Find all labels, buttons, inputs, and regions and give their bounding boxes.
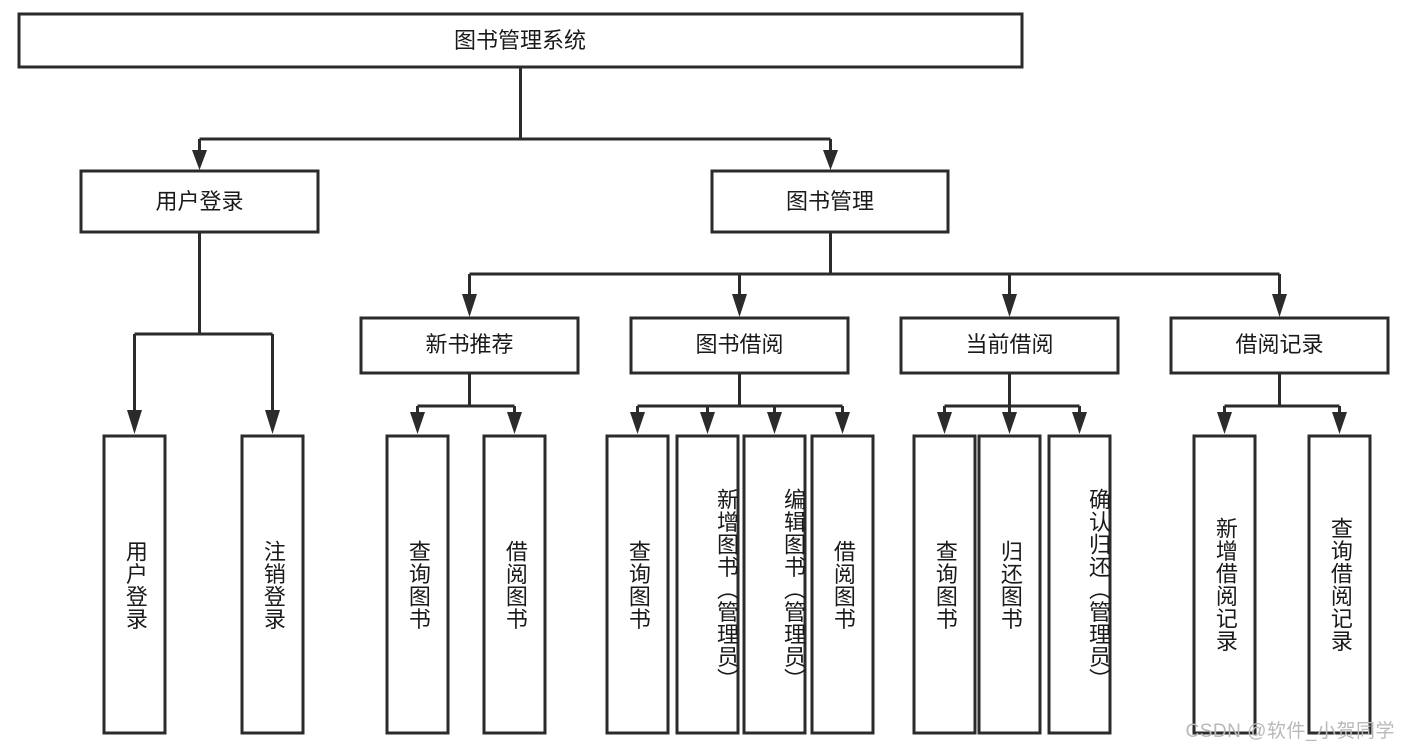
node-root[interactable]: 图书管理系统 bbox=[17, 12, 1024, 69]
leaf-box-bb-3[interactable] bbox=[742, 434, 807, 735]
node-root-box[interactable] bbox=[17, 12, 1024, 69]
node-level2-book-manage-label: 图书管理 bbox=[786, 189, 874, 214]
leaf-box-bb-1[interactable] bbox=[605, 434, 670, 735]
arrow-to-borrow-record bbox=[1272, 294, 1287, 317]
arrow-to-book-manage bbox=[823, 150, 838, 170]
arrow-to-user-login bbox=[192, 150, 207, 170]
arrow-to-leaf-nbr-1 bbox=[410, 412, 425, 434]
leaf-box-cb-3[interactable] bbox=[1047, 434, 1112, 735]
arrow-to-leaf-nbr-2 bbox=[507, 412, 522, 434]
node-level2-book-manage[interactable]: 图书管理 bbox=[710, 169, 950, 234]
node-level3-book-borrow-label: 图书借阅 bbox=[695, 332, 783, 357]
arrow-to-leaf-user-login-2 bbox=[265, 410, 280, 434]
node-level3-current-borrow-label: 当前借阅 bbox=[965, 332, 1053, 357]
leaf-box-user-login-2[interactable] bbox=[240, 434, 305, 735]
node-level3-new-book-recommend-box[interactable] bbox=[359, 316, 580, 375]
leaf-box-user-login-1[interactable] bbox=[102, 434, 167, 735]
node-level2-user-login-label: 用户登录 bbox=[155, 189, 243, 214]
arrow-to-leaf-bb-3 bbox=[767, 412, 782, 434]
edge-borrow-record-to-leaves bbox=[1217, 373, 1347, 434]
node-level2-user-login[interactable]: 用户登录 bbox=[79, 169, 320, 234]
arrow-to-leaf-bb-4 bbox=[835, 412, 850, 434]
node-level3-borrow-record-box[interactable] bbox=[1169, 316, 1390, 375]
leaf-box-cb-2[interactable] bbox=[977, 434, 1042, 735]
edge-current-borrow-to-leaves bbox=[937, 373, 1087, 434]
leaf-box-bb-2[interactable] bbox=[675, 434, 740, 735]
edge-root-to-level2 bbox=[192, 67, 838, 170]
node-level3-current-borrow[interactable]: 当前借阅 bbox=[899, 316, 1120, 375]
arrow-to-current-borrow bbox=[1002, 294, 1017, 317]
node-level2-book-manage-box[interactable] bbox=[710, 169, 950, 234]
leaf-box-br-2[interactable] bbox=[1307, 434, 1372, 735]
leaf-box-br-1[interactable] bbox=[1192, 434, 1257, 735]
arrow-to-leaf-cb-3 bbox=[1072, 412, 1087, 434]
edge-new-book-recommend-to-leaves bbox=[410, 373, 522, 434]
arrow-to-leaf-cb-1 bbox=[937, 412, 952, 434]
arrow-to-leaf-bb-2 bbox=[700, 412, 715, 434]
arrow-to-leaf-br-1 bbox=[1217, 412, 1232, 434]
node-level3-current-borrow-box[interactable] bbox=[899, 316, 1120, 375]
node-level3-new-book-recommend[interactable]: 新书推荐 bbox=[359, 316, 580, 375]
node-root-label: 图书管理系统 bbox=[454, 28, 586, 53]
arrow-to-leaf-br-2 bbox=[1332, 412, 1347, 434]
edge-book-manage-to-level3 bbox=[462, 232, 1287, 317]
edge-user-login-to-leaves bbox=[127, 232, 280, 434]
leaf-box-nbr-2[interactable] bbox=[482, 434, 547, 735]
leaf-box-bb-4[interactable] bbox=[810, 434, 875, 735]
node-level3-book-borrow[interactable]: 图书借阅 bbox=[629, 316, 850, 375]
arrow-to-book-borrow bbox=[732, 294, 747, 317]
watermark-text: CSDN @软件_小贺同学 bbox=[1185, 721, 1395, 742]
arrow-to-leaf-bb-1 bbox=[630, 412, 645, 434]
edge-book-borrow-to-leaves bbox=[630, 373, 850, 434]
arrow-to-leaf-cb-2 bbox=[1002, 412, 1017, 434]
node-level3-borrow-record[interactable]: 借阅记录 bbox=[1169, 316, 1390, 375]
node-level3-book-borrow-box[interactable] bbox=[629, 316, 850, 375]
leaf-box-nbr-1[interactable] bbox=[385, 434, 450, 735]
node-level3-borrow-record-label: 借阅记录 bbox=[1235, 332, 1323, 357]
leaf-box-cb-1[interactable] bbox=[912, 434, 977, 735]
arrow-to-new-book-recommend bbox=[462, 294, 477, 317]
arrow-to-leaf-user-login-1 bbox=[127, 410, 142, 434]
node-level3-new-book-recommend-label: 新书推荐 bbox=[425, 332, 513, 357]
